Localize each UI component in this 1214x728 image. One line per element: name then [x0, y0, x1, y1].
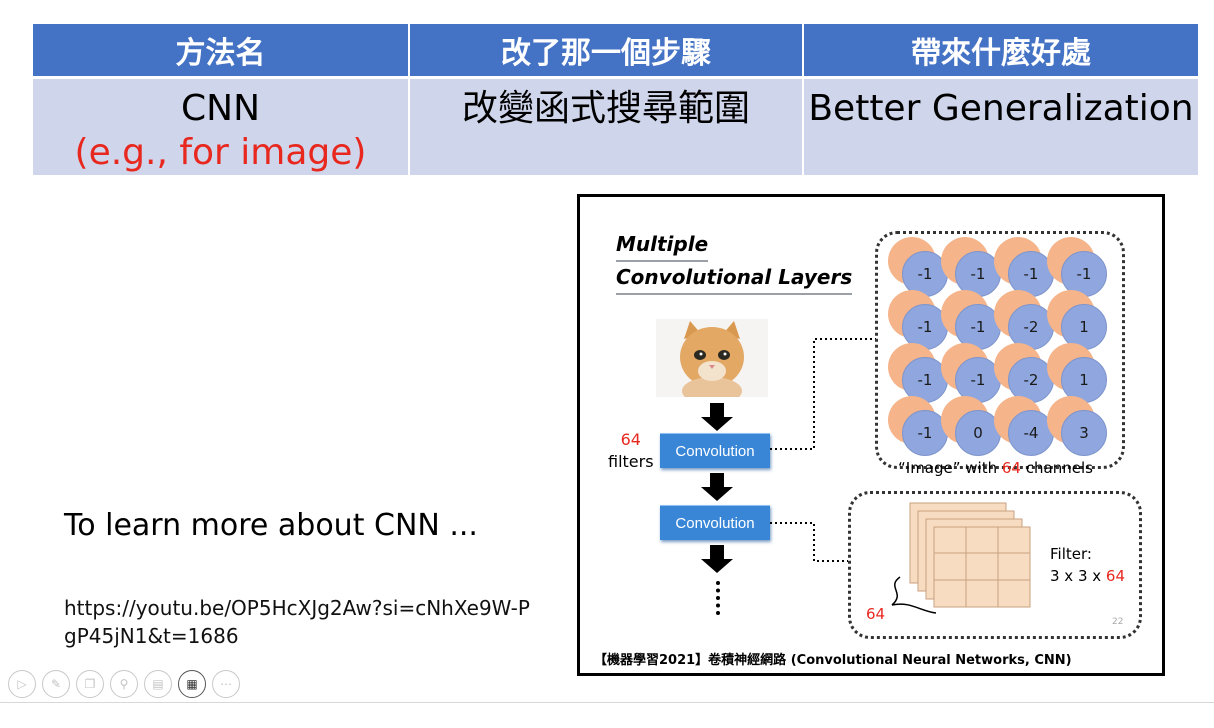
- filter-label-pre: 3 x 3 x: [1050, 567, 1106, 585]
- feature-value-cell: -1: [941, 343, 1007, 409]
- feature-map-caption: “Image” with 64 channels: [898, 459, 1093, 477]
- presenter-toolbar: ▷ ✎ ❐ ⚲ ▤ ▦ ⋯: [8, 670, 240, 700]
- caption-num: 64: [1001, 459, 1021, 477]
- slide-title-line2: Convolutional Layers: [616, 262, 853, 295]
- feature-value: -1: [902, 357, 948, 403]
- table-row: CNN (e.g., for image) 改變函式搜尋範圍 Better Ge…: [33, 76, 1198, 175]
- method-name: CNN: [181, 88, 260, 129]
- filter-size-label: Filter: 3 x 3 x 64: [1050, 543, 1125, 587]
- bottom-divider: [0, 702, 1214, 703]
- convolution-box-2: Convolution: [660, 505, 770, 540]
- filter-panel: [848, 491, 1142, 639]
- video-link[interactable]: https://youtu.be/OP5HcXJg2Aw?si=cNhXe9W-…: [64, 596, 530, 648]
- caption-pre: “Image” with: [898, 459, 1002, 477]
- feature-value-cell: -1: [1047, 237, 1113, 303]
- feature-value-cell: 0: [941, 396, 1007, 462]
- feature-value: -2: [1008, 357, 1054, 403]
- filters-word: filters: [608, 452, 654, 471]
- table-header-row: 方法名 改了那一個步驟 帶來什麼好處: [33, 24, 1198, 78]
- feature-value-cell: -1: [888, 396, 954, 462]
- cat-image: [656, 319, 768, 405]
- filter-label-line1: Filter:: [1050, 545, 1092, 563]
- feature-map-grid: [875, 231, 1125, 469]
- filters-count: 64: [620, 430, 641, 449]
- zoom-icon[interactable]: ⚲: [110, 670, 138, 698]
- camera-icon[interactable]: ▦: [178, 670, 206, 698]
- feature-value-cell: -1: [888, 237, 954, 303]
- feature-value-cell: -2: [994, 290, 1060, 356]
- feature-value: -1: [902, 251, 948, 297]
- slide-page-number: 22: [1112, 617, 1124, 627]
- feature-value-cell: -2: [994, 343, 1060, 409]
- feature-value-cell: -4: [994, 396, 1060, 462]
- header-method: 方法名: [33, 24, 410, 78]
- comparison-table: 方法名 改了那一個步驟 帶來什麼好處 CNN (e.g., for image)…: [33, 24, 1198, 175]
- feature-value: -2: [1008, 304, 1054, 350]
- feature-value: -1: [902, 410, 948, 456]
- learn-more-text: To learn more about CNN ...: [64, 508, 478, 543]
- feature-value: 3: [1061, 410, 1107, 456]
- pen-icon[interactable]: ✎: [42, 670, 70, 698]
- more-icon[interactable]: ⋯: [212, 670, 240, 698]
- slide-title-line1: Multiple: [616, 229, 709, 262]
- convolution-box-1: Convolution: [660, 433, 770, 468]
- copy-icon[interactable]: ❐: [76, 670, 104, 698]
- feature-value-cell: -1: [994, 237, 1060, 303]
- subtitle-icon[interactable]: ▤: [144, 670, 172, 698]
- cat-drawing: [680, 321, 744, 405]
- play-icon[interactable]: ▷: [8, 670, 36, 698]
- feature-value-cell: 3: [1047, 396, 1113, 462]
- cnn-slide-image: Multiple Convolutional Layers Convolutio…: [577, 194, 1165, 676]
- step-text: 改變函式搜尋範圍: [461, 88, 750, 129]
- cell-benefit: Better Generalization: [803, 76, 1198, 175]
- connector-lines: [770, 338, 876, 562]
- header-step: 改了那一個步驟: [409, 24, 804, 78]
- benefit-text: Better Generalization: [808, 88, 1194, 129]
- cell-step: 改變函式搜尋範圍: [409, 76, 804, 175]
- filters-label: 64 filters: [608, 429, 654, 473]
- cell-method: CNN (e.g., for image): [33, 76, 410, 175]
- caption-post: channels: [1020, 459, 1093, 477]
- header-benefit: 帶來什麼好處: [803, 24, 1198, 78]
- feature-value-cell: 1: [1047, 343, 1113, 409]
- slide-title: Multiple Convolutional Layers: [616, 229, 853, 295]
- filter-stack-drawing: [891, 502, 1031, 614]
- feature-value-cell: 1: [1047, 290, 1113, 356]
- feature-value: -4: [1008, 410, 1054, 456]
- feature-value: -1: [955, 357, 1001, 403]
- feature-value-cell: -1: [888, 343, 954, 409]
- filter-label-num: 64: [1105, 567, 1126, 585]
- feature-value-cell: -1: [941, 237, 1007, 303]
- slide-caption: 【機器學習2021】卷積神經網路 (Convolutional Neural N…: [594, 653, 1072, 668]
- continuation-dots: [716, 581, 724, 615]
- method-note: (e.g., for image): [74, 132, 367, 173]
- feature-value: 0: [955, 410, 1001, 456]
- filter-depth-label: 64: [866, 605, 886, 623]
